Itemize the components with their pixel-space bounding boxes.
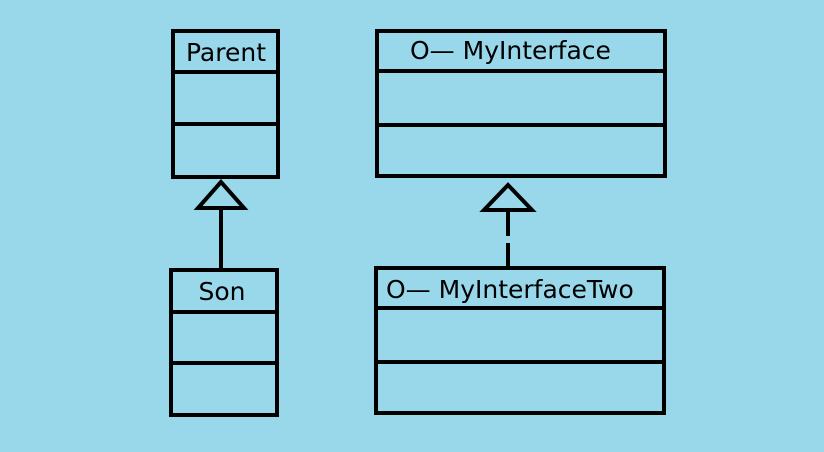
class-parent: Parent (171, 29, 280, 179)
interface-my-interface-two-border (374, 266, 666, 415)
interface-my-interface-two-name: O— MyInterfaceTwo (386, 275, 634, 304)
class-parent-border (171, 29, 280, 179)
interface-my-interface: O— MyInterface (375, 29, 667, 178)
class-son-border (169, 268, 279, 417)
class-son: Son (169, 268, 279, 417)
inheritance-arrow-son-parent (193, 178, 249, 270)
interface-my-interface-border (375, 29, 667, 178)
interface-my-interface-name: O— MyInterface (410, 36, 611, 65)
class-parent-name: Parent (186, 38, 266, 67)
interface-inheritance-triangle-icon (479, 182, 537, 212)
interface-my-interface-two: O— MyInterfaceTwo (374, 266, 666, 415)
inheritance-arrow-interface (479, 182, 537, 268)
inheritance-triangle-icon (193, 178, 249, 210)
class-son-name: Son (198, 277, 245, 306)
